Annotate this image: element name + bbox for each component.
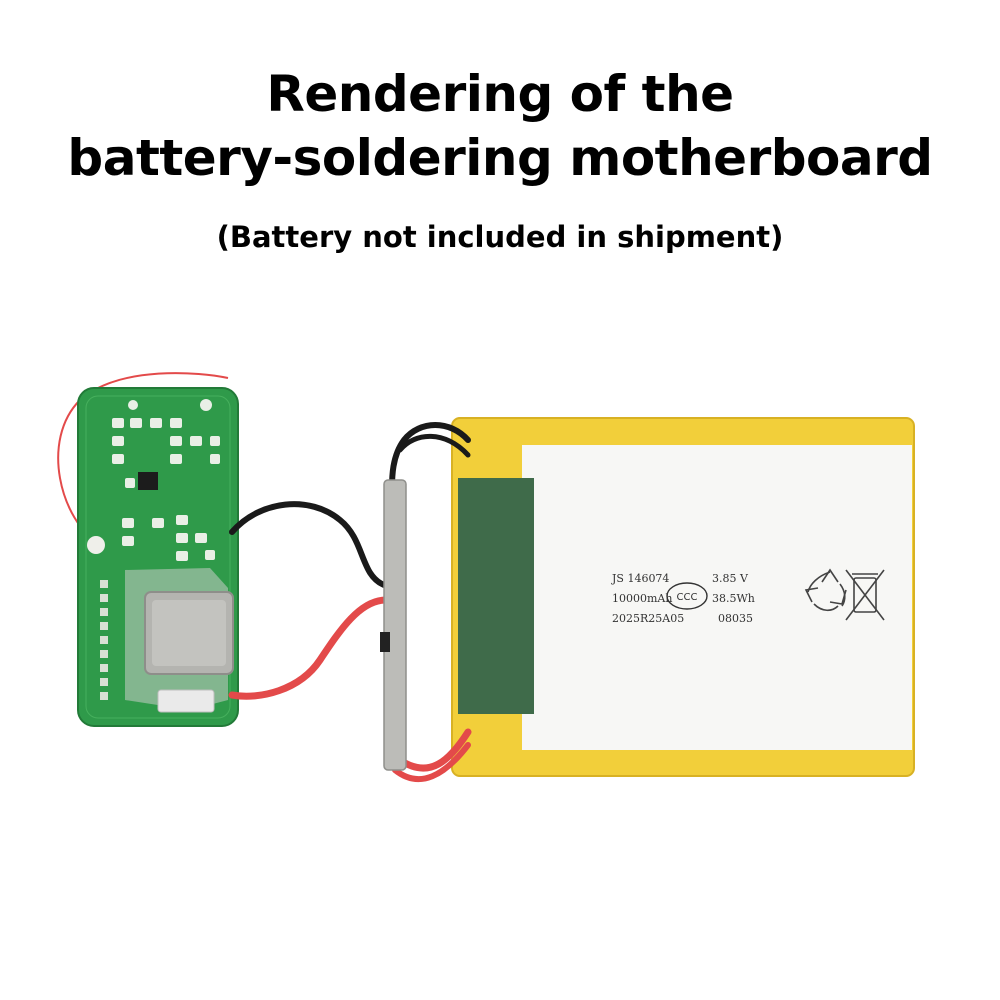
recycle-icon [804,568,847,612]
battery-black-lead [389,422,471,491]
ic-chip [138,472,158,490]
heading-line-1: Rendering of the [266,65,734,123]
protection-board [383,479,407,771]
label-model: JS 146074 [611,572,669,585]
battery-pack [389,417,915,783]
label-voltage: 3.85 V [712,572,749,585]
green-tape [458,478,534,714]
page-heading: Rendering of the battery-soldering mothe… [0,62,1000,190]
crossed-bin-icon [845,569,885,621]
page-subtitle: (Battery not included in shipment) [216,220,784,254]
pcb-board [77,387,239,727]
thermistor-bead [87,536,105,554]
battery-red-lead [396,728,472,772]
battery-label: JS 146074 3.85 V 10000mAh 38.5Wh 2025R25… [611,568,885,625]
usb-connector [157,689,215,713]
red-wire [228,596,390,700]
label-energy: 38.5Wh [712,592,755,605]
heading-line-2: battery-soldering motherboard [67,129,933,187]
label-batch: 2025R25A05 [612,612,684,625]
black-wire [229,501,387,588]
label-serial: 08035 [718,612,753,625]
ccc-mark-icon: CCC [666,582,708,610]
svg-text:CCC: CCC [677,592,698,603]
label-capacity: 10000mAh [612,592,672,605]
